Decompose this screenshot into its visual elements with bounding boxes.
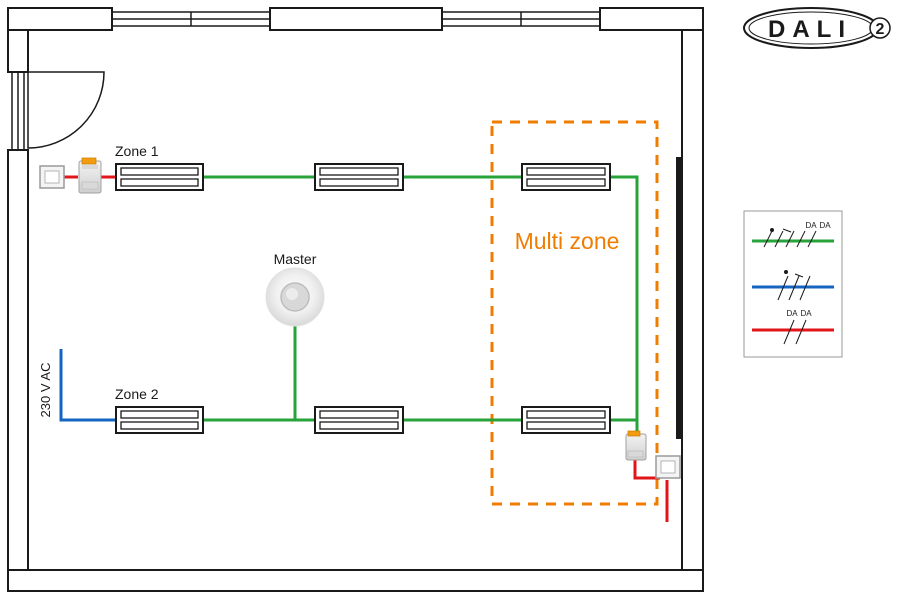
wall-left-upper <box>7 29 29 73</box>
walls <box>7 7 704 592</box>
dali-bus-wiring <box>203 175 639 434</box>
power-feed-switch-controller-2 <box>633 458 660 480</box>
dali-power-controller-icon[interactable] <box>625 430 647 461</box>
dali-bus-multi-zone-riser <box>610 175 639 422</box>
legend-mains-cable <box>752 270 834 301</box>
cable-legend-frame <box>743 210 843 358</box>
luminaire-zone1-1[interactable] <box>115 163 204 191</box>
wall-top-middle <box>269 7 443 31</box>
legend-dali-bus-cable: DA DA <box>752 221 834 248</box>
window-top-left <box>111 11 271 27</box>
supply-voltage-label: 230 V AC <box>38 363 53 418</box>
zone1-label: Zone 1 <box>115 143 159 159</box>
zone2-label: Zone 2 <box>115 386 159 402</box>
multi-zone-boundary <box>490 120 659 506</box>
legend-da-label: DA <box>786 309 798 318</box>
luminaire-multi-zone-2[interactable] <box>521 406 611 434</box>
legend-power-feed-cable: DA DA <box>752 309 834 345</box>
dali-logo-text: DALI <box>768 16 852 43</box>
door-frame <box>11 72 25 150</box>
wall-top-right <box>599 7 704 31</box>
wall-top-left <box>7 7 113 31</box>
luminaire-zone1-2[interactable] <box>314 163 404 191</box>
luminaire-zone2-1[interactable] <box>115 406 204 434</box>
window-right <box>676 157 682 439</box>
dali-version-badge <box>869 17 891 39</box>
legend-da-label: DA <box>800 309 812 318</box>
wall-right <box>681 29 704 571</box>
multi-zone-label: Multi zone <box>515 228 620 254</box>
luminaires <box>115 163 611 434</box>
window-top-right <box>441 11 601 27</box>
master-presence-sensor-icon[interactable] <box>265 267 325 327</box>
wall-left-lower <box>7 149 29 571</box>
wall-switch-icon[interactable] <box>655 455 681 479</box>
dali-logo: DALI 2 <box>743 7 891 49</box>
power-feed-wiring <box>64 175 669 522</box>
legend-da-label: DA <box>805 221 817 230</box>
luminaire-multi-zone-1[interactable] <box>521 163 611 191</box>
luminaire-zone2-2[interactable] <box>314 406 404 434</box>
mains-supply-line <box>59 349 116 422</box>
dali-logo-version: 2 <box>876 21 885 38</box>
dali-power-controller-icon[interactable] <box>78 157 102 194</box>
wall-bottom <box>7 569 704 592</box>
door-swing <box>27 71 105 149</box>
cable-legend: DA DA DA DA <box>743 210 843 358</box>
wall-switch-icon[interactable] <box>39 165 65 189</box>
legend-da-label: DA <box>819 221 831 230</box>
master-label: Master <box>274 251 317 267</box>
